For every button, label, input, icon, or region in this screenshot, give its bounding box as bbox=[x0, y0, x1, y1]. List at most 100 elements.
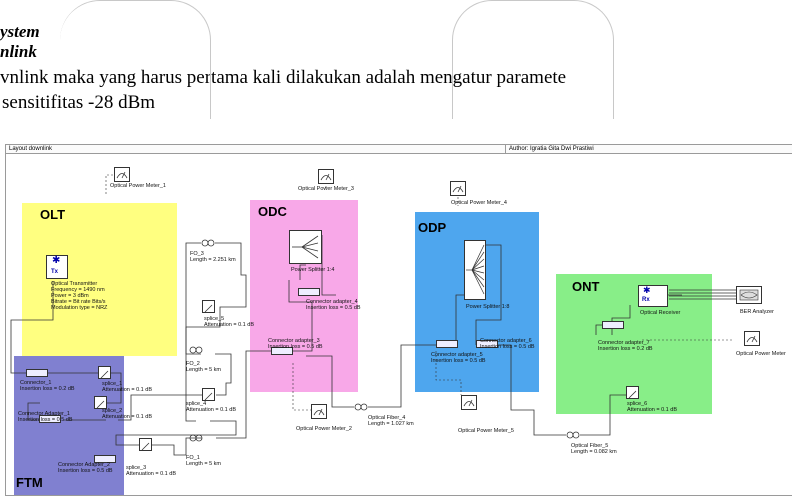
power-meter-4-label: Optical Power Meter_4 bbox=[451, 200, 507, 206]
power-meter-2[interactable] bbox=[311, 404, 327, 419]
power-meter-ont[interactable] bbox=[744, 331, 760, 346]
splice6-attenuation: Attenuation = 0.1 dB bbox=[627, 407, 677, 413]
power-meter-2-label: Optical Power Meter_2 bbox=[296, 426, 352, 432]
laser-icon: ✱ bbox=[52, 255, 61, 266]
splice4-label: splice_4 bbox=[186, 401, 207, 407]
page-tab-outline-right bbox=[452, 0, 614, 119]
connector-1[interactable] bbox=[26, 369, 48, 377]
ber-analyzer[interactable] bbox=[736, 286, 762, 304]
ca1-loss: Insertion loss = 0.5 dB bbox=[18, 417, 73, 423]
fiber-icon[interactable] bbox=[189, 434, 203, 442]
optical-receiver[interactable]: ✱ Rx bbox=[638, 285, 668, 307]
of4-length: Length = 1.027 km bbox=[368, 421, 414, 427]
ber-label: BER Analyzer bbox=[740, 309, 774, 315]
connector-adapter-7[interactable] bbox=[602, 321, 624, 329]
fo2-length: Length = 5 km bbox=[186, 367, 222, 373]
fo3-length: Length = 2.251 km bbox=[190, 257, 236, 263]
splice-5-attenuator[interactable] bbox=[202, 300, 215, 313]
ca4-label: Connector adapter_4 bbox=[306, 299, 358, 305]
splice1-label: splice_1 bbox=[102, 381, 123, 387]
splice2-attenuation: Attenuation = 0.1 dB bbox=[102, 414, 152, 420]
splice1-attenuation: Attenuation = 0.1 dB bbox=[102, 387, 152, 393]
ca6-loss: Insertion loss = 0.5 dB bbox=[480, 344, 535, 350]
ca4-loss: Insertion loss = 0.5 dB bbox=[306, 305, 361, 311]
ca2-label: Connector Adapter_2 bbox=[58, 462, 110, 468]
power-meter-ont-label: Optical Power Meter bbox=[736, 351, 786, 357]
doc-heading-1: ystem bbox=[0, 22, 40, 41]
ca6-label: Connector adapter_6 bbox=[480, 338, 532, 344]
ca7-label: Connector adapter_7 bbox=[598, 340, 650, 346]
power-meter-1[interactable] bbox=[114, 167, 130, 182]
layout-canvas[interactable]: Layout downlink Author: Igratia Gita Dwi… bbox=[5, 144, 792, 496]
tx-bitrate: Bitrate = Bit rate Bits/s bbox=[51, 299, 106, 305]
ca3-label: Connector adapter_3 bbox=[268, 338, 320, 344]
splice-4-attenuator[interactable] bbox=[202, 388, 215, 401]
ftm-block[interactable] bbox=[14, 356, 124, 495]
power-meter-5[interactable] bbox=[461, 395, 477, 410]
tx-label: Tx bbox=[51, 269, 59, 275]
rx-name: Optical Receiver bbox=[640, 310, 681, 316]
optical-transmitter[interactable]: Tx ✱ bbox=[46, 255, 68, 279]
splice2-label: splice_2 bbox=[102, 408, 123, 414]
signal-wires bbox=[10, 174, 736, 456]
ftm-title: FTM bbox=[16, 475, 43, 490]
tx-frequency: Frequency = 1490 nm bbox=[51, 287, 105, 293]
splice5-label: splice_5 bbox=[204, 316, 225, 322]
power-meter-1-label: Optical Power Meter_1 bbox=[110, 183, 166, 189]
ps1-label: Power Splitter 1:4 bbox=[291, 267, 335, 273]
ca7-loss: Insertion loss = 0.2 dB bbox=[598, 346, 653, 352]
ca2-loss: Insertion loss = 0.5 dB bbox=[58, 468, 113, 474]
connector-adapter-2[interactable] bbox=[94, 455, 116, 463]
ca5-label: Connector adapter_5 bbox=[431, 352, 483, 358]
page-tab-outline-left bbox=[60, 0, 211, 119]
splice-1-attenuator[interactable] bbox=[98, 366, 111, 379]
olt-title: OLT bbox=[40, 207, 66, 222]
power-meter-3-label: Optical Power Meter_3 bbox=[298, 186, 354, 192]
splice3-label: splice_3 bbox=[126, 465, 147, 471]
photodiode-icon: ✱ bbox=[643, 285, 651, 295]
splice3-attenuation: Attenuation = 0.1 dB bbox=[126, 471, 176, 477]
of4-label: Optical Fiber_4 bbox=[368, 415, 406, 421]
ca5-loss: Insertion loss = 0.5 dB bbox=[431, 358, 486, 364]
connector-adapter-5[interactable] bbox=[436, 340, 458, 348]
connector-adapter-4[interactable] bbox=[298, 288, 320, 296]
splice-2-attenuator[interactable] bbox=[94, 396, 107, 409]
odp-title: ODP bbox=[418, 220, 447, 235]
fo3-label: FO_3 bbox=[190, 251, 204, 257]
ps2-label: Power Splitter 1:8 bbox=[466, 304, 510, 310]
splice-3-attenuator[interactable] bbox=[139, 438, 152, 451]
author-label: Author: Igratia Gita Dwi Prastiwi bbox=[506, 145, 792, 154]
fiber-icon[interactable] bbox=[566, 431, 580, 439]
fo2-label: FO_2 bbox=[186, 361, 200, 367]
fo1-length: Length = 5 km bbox=[186, 461, 222, 467]
splice6-label: splice_6 bbox=[627, 401, 648, 407]
power-splitter-1-8[interactable] bbox=[464, 240, 486, 300]
tx-modulation: Modulation type = NRZ bbox=[51, 305, 108, 311]
connector-adapter-3[interactable] bbox=[271, 347, 293, 355]
tx-name: Optical Transmitter bbox=[51, 281, 98, 287]
power-meter-4[interactable] bbox=[450, 181, 466, 196]
connector1-loss: Insertion loss = 0.2 dB bbox=[20, 386, 75, 392]
ca3-loss: Insertion loss = 0.5 dB bbox=[268, 344, 323, 350]
fiber-icon[interactable] bbox=[201, 239, 215, 247]
splice-6-attenuator[interactable] bbox=[626, 386, 639, 399]
doc-paragraph-line: vnlink maka yang harus pertama kali dila… bbox=[0, 67, 567, 88]
of5-length: Length = 0.082 km bbox=[571, 449, 617, 455]
power-meter-3[interactable] bbox=[318, 169, 334, 184]
fiber-icon[interactable] bbox=[354, 403, 368, 411]
power-splitter-1-4[interactable] bbox=[289, 230, 322, 264]
of5-label: Optical Fiber_5 bbox=[571, 443, 609, 449]
layout-title: Layout downlink bbox=[6, 145, 506, 154]
fiber-icon[interactable] bbox=[189, 346, 203, 354]
connector-adapter-6[interactable] bbox=[476, 340, 498, 348]
ont-title: ONT bbox=[572, 279, 600, 294]
rx-label: Rx bbox=[642, 297, 650, 303]
olt-block[interactable] bbox=[22, 203, 177, 356]
power-meter-5-label: Optical Power Meter_5 bbox=[458, 428, 514, 434]
odc-title: ODC bbox=[258, 204, 287, 219]
connector-adapter-1[interactable] bbox=[39, 415, 61, 423]
fo1-label: FO_1 bbox=[186, 455, 200, 461]
splice4-attenuation: Attenuation = 0.1 dB bbox=[186, 407, 236, 413]
ca1-label: Connector Adapter_1 bbox=[18, 411, 70, 417]
eye-diagram-icon bbox=[739, 289, 759, 301]
